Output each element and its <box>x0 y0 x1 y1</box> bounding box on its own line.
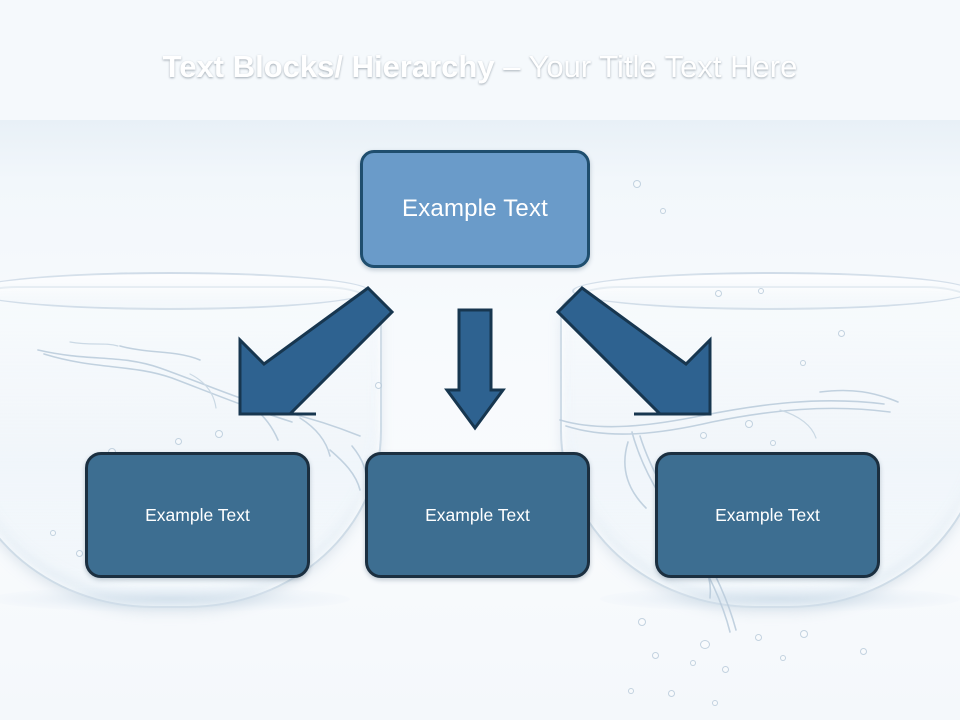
page-title-bold: Text Blocks/ Hierarchy <box>162 49 495 84</box>
arrow-middle-icon <box>444 308 506 431</box>
water-droplet <box>175 438 182 445</box>
hierarchy-node-child-3[interactable]: Example Text <box>655 452 880 578</box>
water-droplet <box>652 652 659 659</box>
arrow-left-icon <box>238 286 395 416</box>
page-title-separator: – <box>494 49 529 84</box>
page-title: Text Blocks/ Hierarchy – Your Title Text… <box>0 47 960 87</box>
water-droplet <box>838 330 845 337</box>
water-droplet <box>700 640 710 649</box>
water-droplet <box>638 618 646 626</box>
water-droplet <box>780 655 786 661</box>
water-droplet <box>758 288 764 294</box>
water-droplet <box>76 550 83 557</box>
water-droplet <box>722 666 729 673</box>
glass-bowl-left-base-shadow <box>0 586 350 612</box>
water-droplet <box>800 630 808 638</box>
hierarchy-node-parent[interactable]: Example Text <box>360 150 590 268</box>
water-droplet <box>770 440 776 446</box>
water-droplet <box>700 432 707 439</box>
water-droplet <box>715 290 722 297</box>
water-droplet <box>330 360 336 366</box>
water-droplet <box>660 208 666 214</box>
glass-bowl-right-base-shadow <box>600 586 960 612</box>
water-droplet <box>628 688 634 694</box>
glass-bowl-right-rim <box>572 272 960 310</box>
water-droplet <box>745 420 753 428</box>
water-droplet <box>633 180 641 188</box>
water-droplet <box>215 430 223 438</box>
hierarchy-node-child-2[interactable]: Example Text <box>365 452 590 578</box>
water-droplet <box>375 382 382 389</box>
water-droplet <box>712 700 718 706</box>
water-droplet <box>800 360 806 366</box>
water-droplet <box>860 648 867 655</box>
hierarchy-node-child-1[interactable]: Example Text <box>85 452 310 578</box>
water-droplet <box>668 690 675 697</box>
page-title-light: Your Title Text Here <box>528 49 798 84</box>
water-droplet <box>50 530 56 536</box>
water-droplet <box>690 660 696 666</box>
arrow-right-icon <box>555 286 712 416</box>
glass-bowl-left-rim <box>0 272 370 310</box>
water-droplet <box>755 634 762 641</box>
